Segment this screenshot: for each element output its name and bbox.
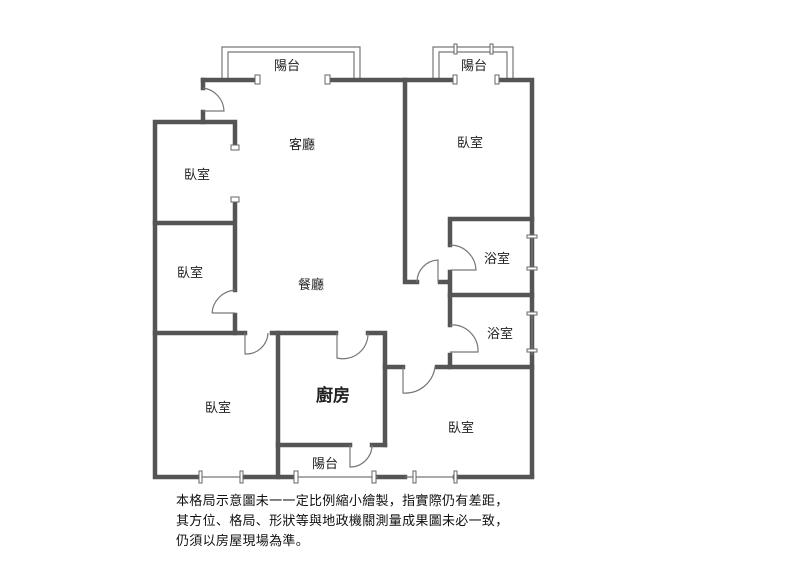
kitchen-door [336, 332, 369, 360]
room-label-bedroom: 臥室 [177, 265, 203, 281]
balcony-top-right-railing [432, 43, 514, 80]
entry-door [202, 87, 225, 112]
bathroom-lower-door [449, 324, 479, 353]
doors [202, 87, 479, 468]
room-label-bathroom: 浴室 [487, 326, 513, 342]
room-label-dining-room: 餐廳 [298, 277, 324, 293]
disclaimer-line-1: 本格局示意圖未一一定比例縮小繪製，指實際仍有差距， [176, 494, 509, 509]
room-label-balcony: 陽台 [461, 59, 487, 74]
kitchen-balcony-door [349, 444, 373, 468]
room-label-balcony: 陽台 [312, 457, 338, 472]
balcony-top-left-railing [221, 46, 361, 80]
bedroom-bottom-left-door [244, 332, 269, 355]
room-label-living-room: 客廳 [289, 137, 315, 153]
disclaimer-line-2: 其方位、格局、形狀等與地政機關測量成果圖未必一致， [176, 514, 509, 529]
room-label-bedroom: 臥室 [184, 167, 210, 183]
bedroom-left-door [211, 289, 236, 314]
wall-posts [230, 74, 500, 203]
room-label-kitchen: 廚房 [316, 385, 350, 406]
bedroom-bottom-right-door [402, 366, 436, 394]
room-label-bedroom: 臥室 [205, 400, 231, 416]
hall-door [416, 259, 439, 283]
room-label-balcony: 陽台 [274, 59, 300, 74]
disclaimer-line-3: 仍須以房屋現場為準。 [176, 534, 310, 549]
bathroom-upper-door [449, 244, 477, 271]
windows [198, 234, 538, 484]
room-label-bedroom: 臥室 [457, 135, 483, 151]
room-label-bedroom: 臥室 [448, 420, 474, 436]
room-label-bathroom: 浴室 [484, 251, 510, 267]
